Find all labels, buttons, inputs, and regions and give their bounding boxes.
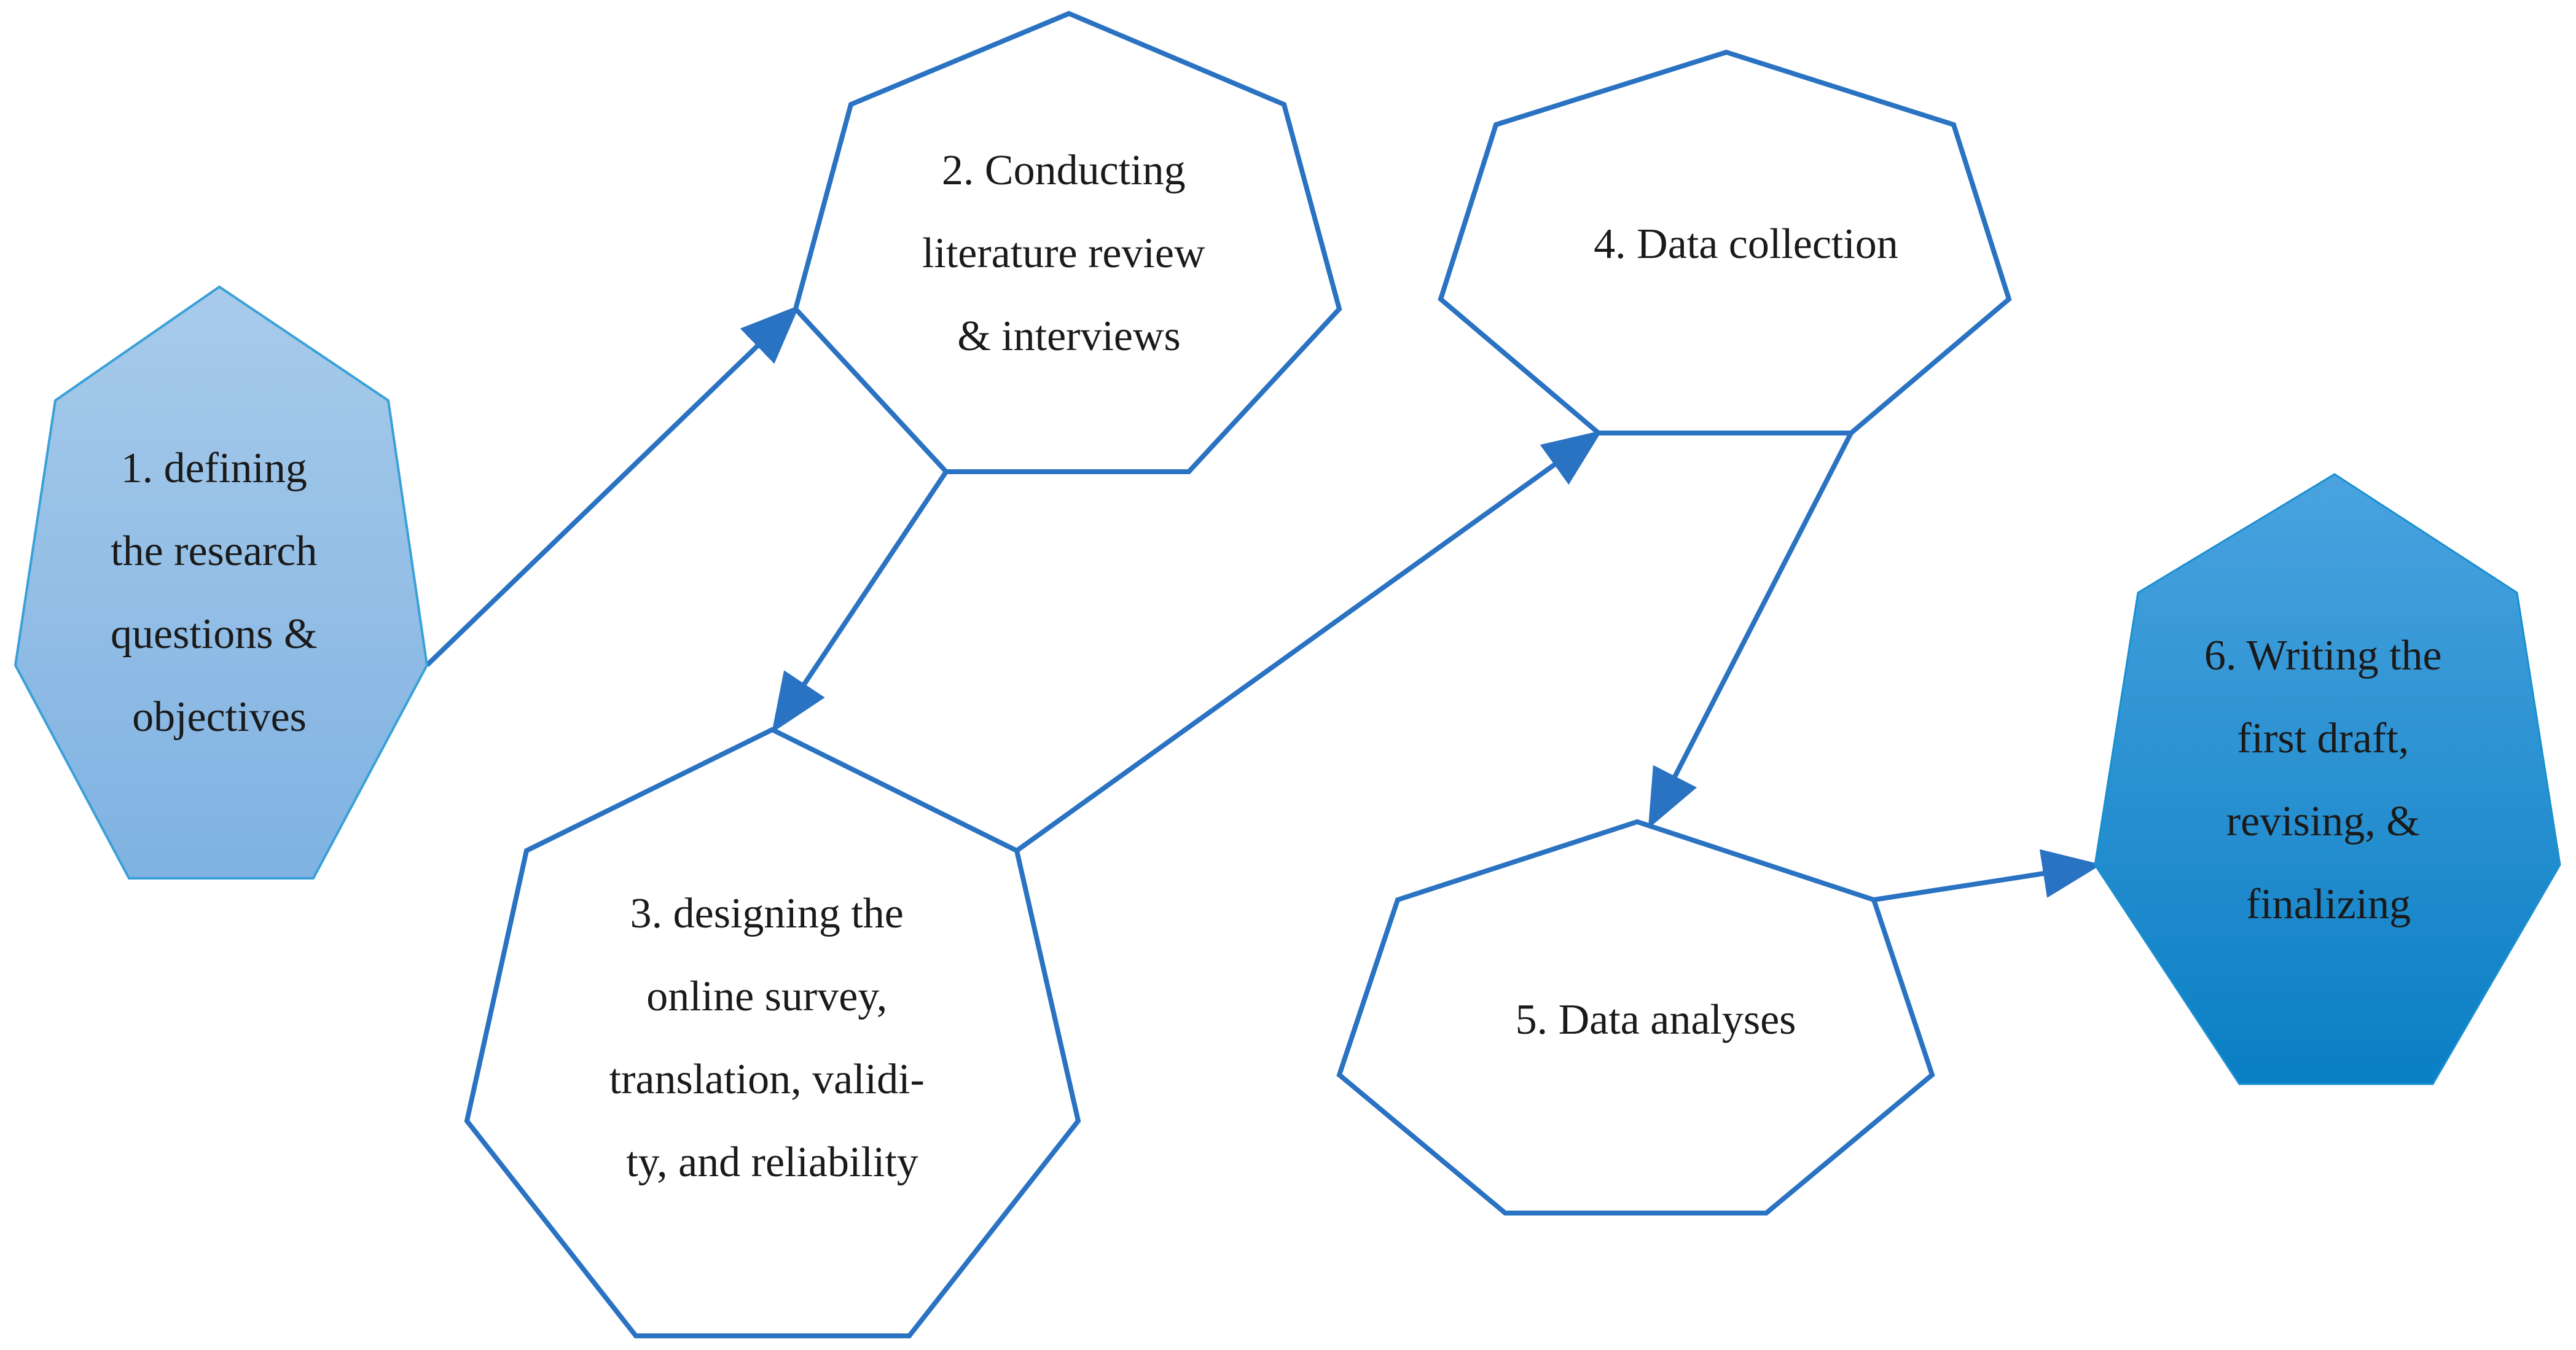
step-3-label: 3. designing the online survey, translat… (609, 890, 936, 1186)
step-2-label: 2. Conducting literature review & interv… (922, 147, 1216, 360)
arrow-2-to-3 (772, 470, 949, 733)
step-6-node: 6. Writing the first draft, revising, & … (2094, 473, 2561, 1085)
step-4-heptagon (1438, 49, 2012, 435)
step-5-label: 5. Data analyses (1516, 996, 1796, 1044)
step-4-label: 4. Data collection (1594, 220, 1898, 268)
step-1-node: 1. defining the research questions & obj… (14, 285, 429, 880)
step-6-label: 6. Writing the first draft, revising, & … (2204, 632, 2453, 928)
arrow-5-to-6 (1873, 849, 2102, 902)
step-2-node: 2. Conducting literature review & interv… (793, 10, 1342, 474)
step-5-heptagon (1336, 819, 1935, 1215)
step-1-heptagon (14, 285, 429, 880)
arrow-3-to-4 (1015, 430, 1602, 853)
step-6-heptagon (2094, 473, 2561, 1085)
arrow-1-to-2 (425, 305, 800, 667)
step-1-label: 1. defining the research questions & obj… (111, 445, 328, 741)
step-5-node: 5. Data analyses (1336, 819, 1935, 1215)
step-4-node: 4. Data collection (1438, 49, 2012, 435)
step-3-node: 3. designing the online survey, translat… (464, 727, 1081, 1338)
step-2-heptagon (793, 10, 1342, 474)
step-3-heptagon (464, 727, 1081, 1338)
arrow-4-to-5 (1648, 432, 1854, 829)
connectors (425, 305, 2102, 902)
